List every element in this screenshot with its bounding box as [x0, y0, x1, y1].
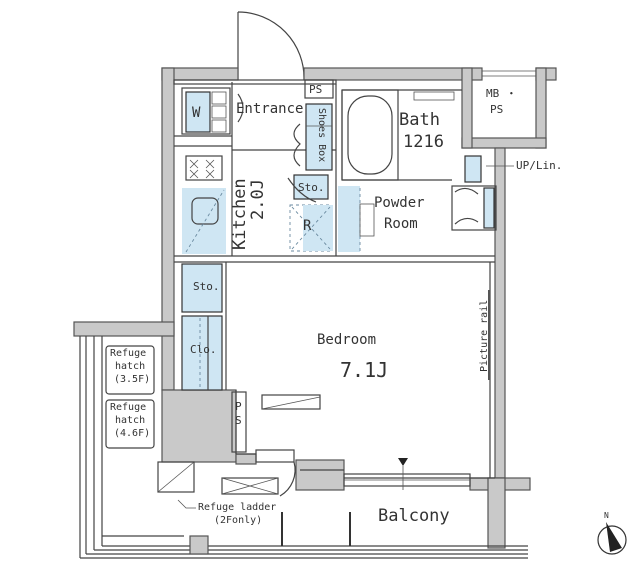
label-hatch1-3: (3.5F) — [114, 374, 151, 385]
label-refuge-ladder-note: (2Fonly) — [214, 515, 263, 526]
label-storage-left: Sto. — [193, 280, 220, 293]
powder-vanity — [338, 186, 375, 252]
label-hatch1-2: hatch — [115, 361, 146, 372]
label-closet: Clo. — [190, 343, 217, 356]
compass-north-icon — [597, 522, 627, 555]
label-picture-rail: Picture rail — [479, 299, 490, 372]
label-room: Room — [384, 216, 418, 232]
label-shoes-box: Shoes Box — [316, 108, 327, 163]
bathtub — [341, 89, 455, 181]
balcony-window — [343, 458, 471, 490]
balcony-railing — [79, 336, 528, 559]
air-conditioner-icon — [261, 394, 321, 410]
washer-area — [181, 87, 231, 135]
label-bath: Bath — [399, 110, 440, 130]
stove-icon — [185, 155, 223, 181]
kitchen-sink — [182, 188, 226, 254]
label-entrance: Entrance — [236, 101, 304, 117]
label-storage-small: Sto. — [298, 181, 325, 194]
label-ps-lower: PS — [235, 400, 242, 427]
label-up-lin: UP/Lin. — [516, 159, 563, 172]
label-bedroom-size: 7.1J — [340, 358, 389, 382]
entrance-inner-door — [237, 93, 244, 123]
ps-top-box — [304, 79, 334, 99]
closet — [181, 315, 223, 391]
label-ps-top: PS — [309, 83, 323, 96]
label-kitchen-size: 2.0J — [248, 179, 268, 220]
refuge-hatch-2 — [105, 399, 155, 449]
label-hatch2-2: hatch — [115, 415, 146, 426]
label-hatch2-3: (4.6F) — [114, 428, 151, 439]
entrance-door — [237, 11, 305, 81]
label-mb-ps-1: MB ・ — [486, 87, 517, 100]
bedroom-lower-door — [221, 449, 296, 497]
label-mb-ps-2: PS — [490, 103, 504, 116]
label-refuge-ladder: Refuge ladder — [198, 502, 277, 513]
toilet-area — [451, 155, 514, 231]
label-kitchen: Kitchen — [230, 178, 250, 250]
shoes-box — [305, 103, 333, 171]
label-compass-n: N — [604, 511, 609, 520]
label-hatch2-1: Refuge — [110, 402, 147, 413]
label-powder: Powder — [374, 195, 425, 211]
refuge-ladder — [157, 461, 196, 509]
label-refrigerator: R — [303, 218, 312, 234]
label-balcony: Balcony — [378, 506, 450, 526]
label-bedroom: Bedroom — [317, 332, 377, 348]
refrigerator-space — [289, 204, 333, 252]
shoes-door — [293, 123, 301, 167]
ps-lower-box — [231, 391, 247, 453]
label-washer: W — [192, 105, 201, 121]
exterior-walls — [73, 67, 557, 549]
label-hatch1-1: Refuge — [110, 348, 147, 359]
storage-left — [181, 263, 223, 313]
storage-small — [293, 174, 329, 200]
label-bath-size: 1216 — [403, 132, 444, 152]
kitchen-door — [287, 177, 317, 203]
refuge-hatch-1 — [105, 345, 155, 395]
